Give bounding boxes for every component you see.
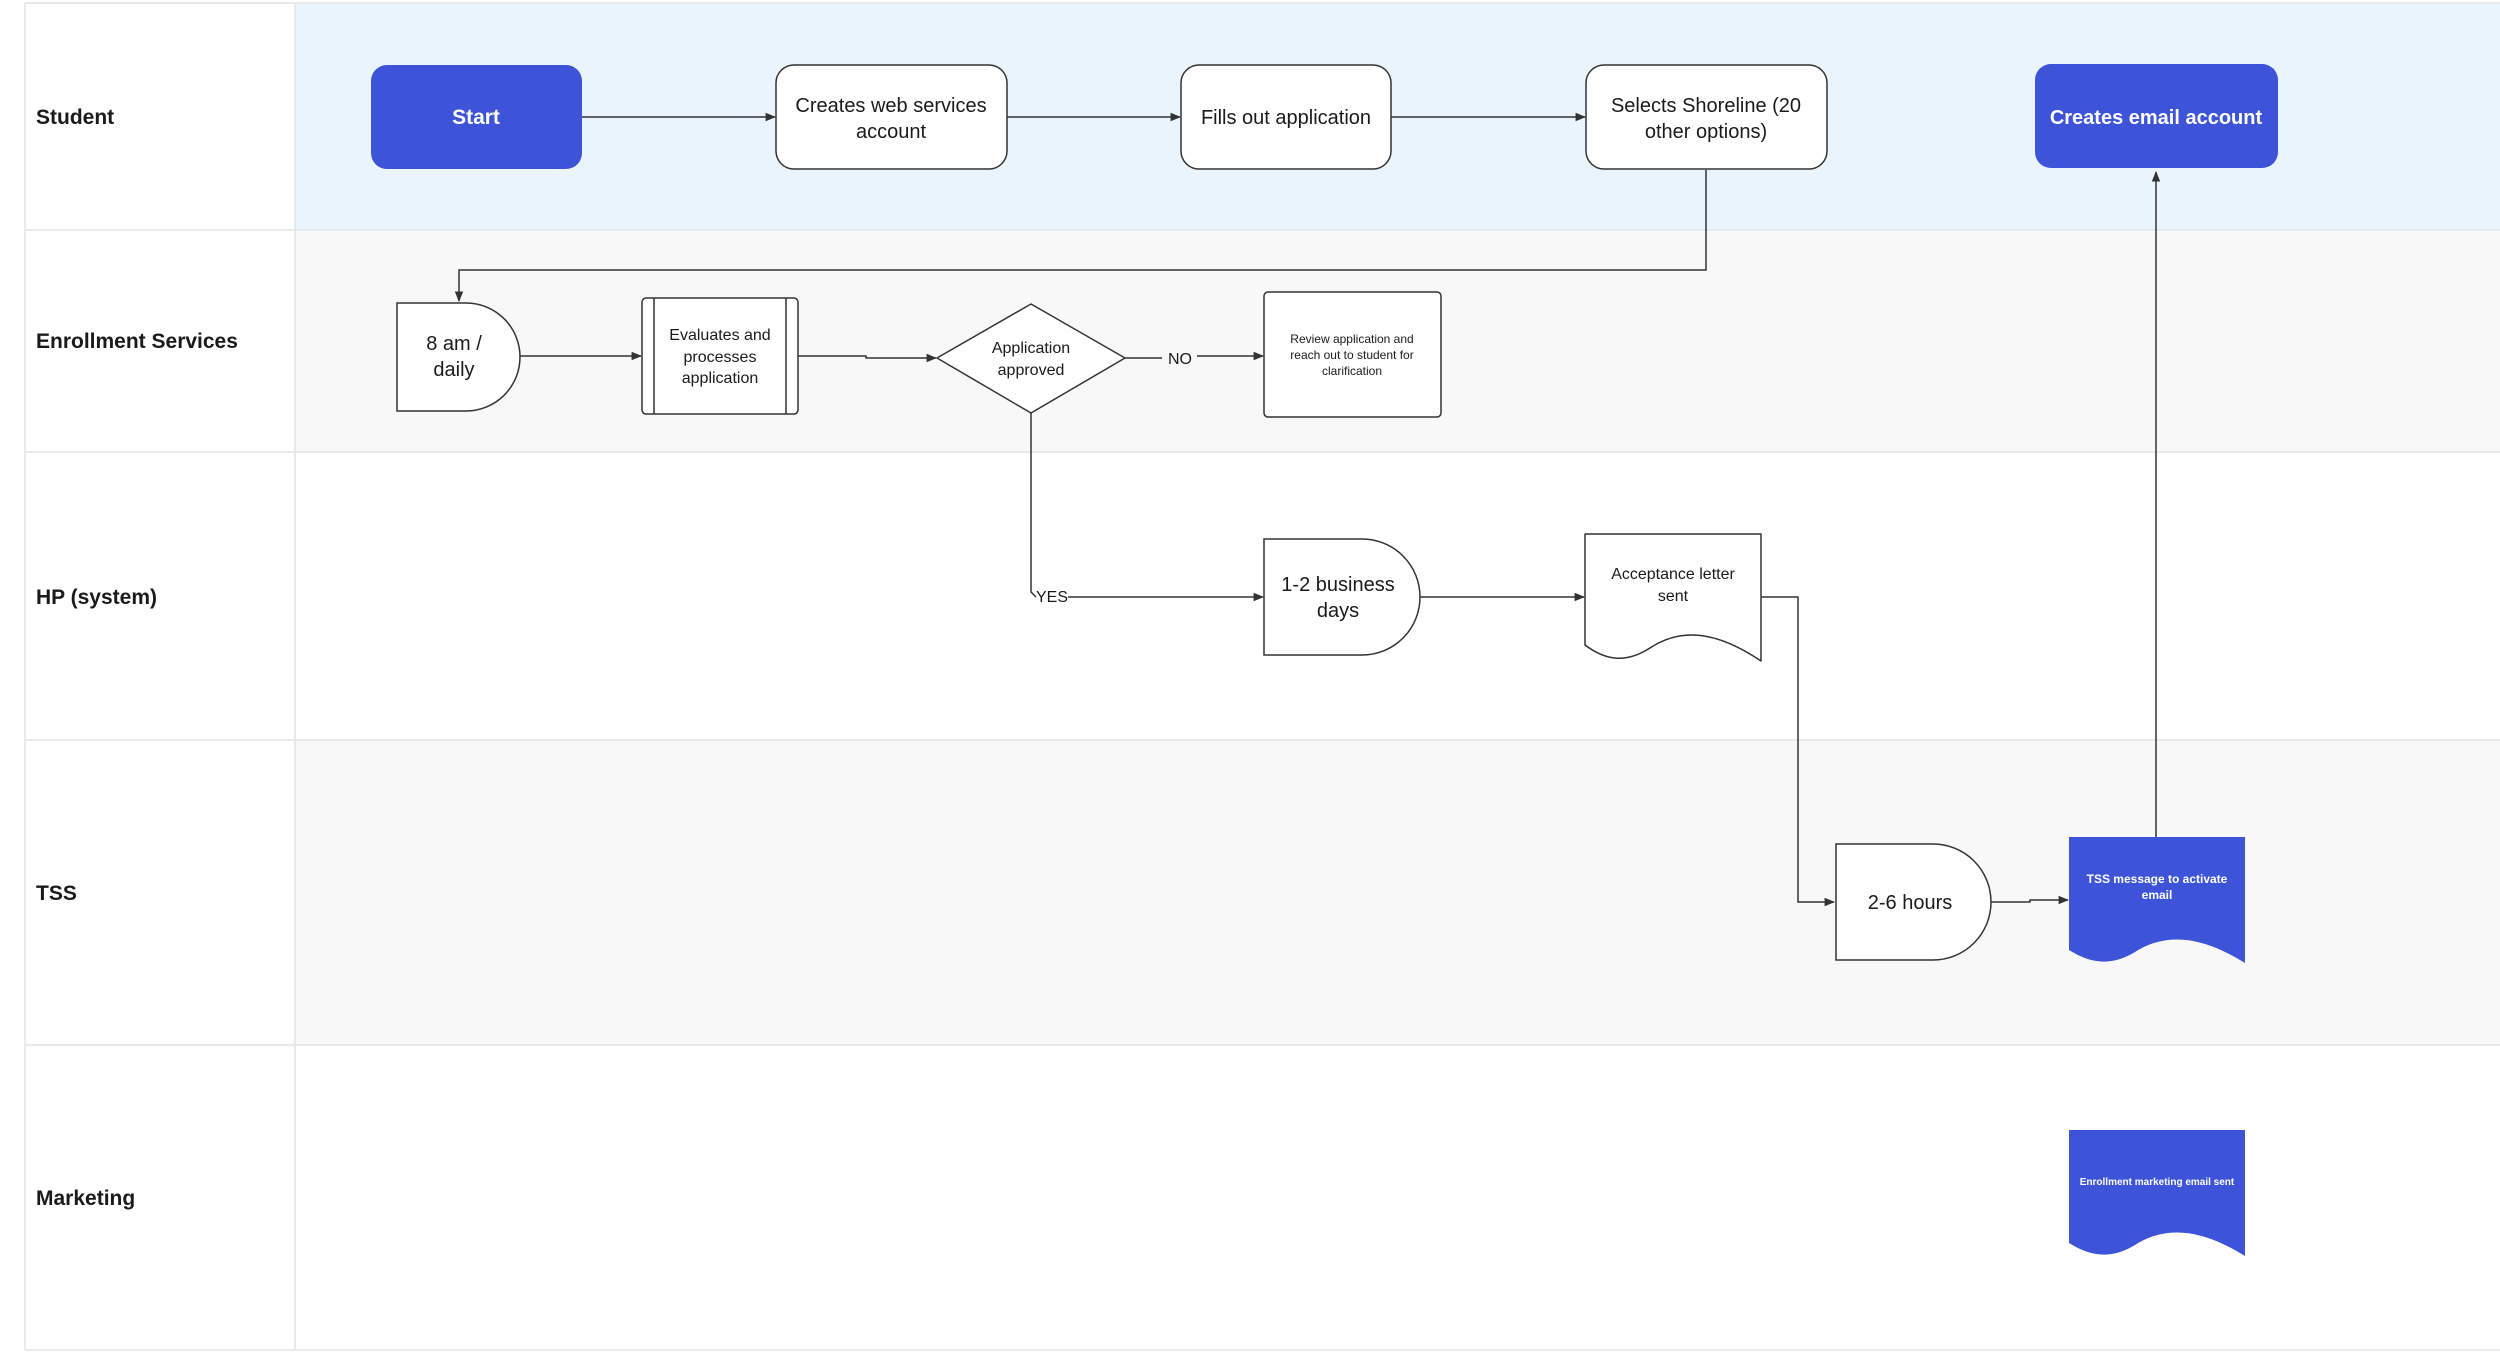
node-acceptance[interactable]: Acceptance letter sent xyxy=(1584,533,1762,662)
node-decision-line1: Application xyxy=(992,340,1070,357)
node-delay-8am[interactable]: 8 am / daily xyxy=(396,302,521,412)
edge-acceptance-to-hours xyxy=(1761,596,1836,907)
edge-label-no: NO xyxy=(1168,351,1192,368)
lane-label-student: Student xyxy=(36,106,114,129)
node-select-shoreline[interactable]: Selects Shoreline (20 other options) xyxy=(1585,64,1828,170)
node-tss-message[interactable]: TSS message to activate email xyxy=(2069,837,2245,963)
edge-evaluate-to-decision xyxy=(798,353,938,363)
node-marketing-email[interactable]: Enrollment marketing email sent xyxy=(2069,1130,2245,1256)
node-create-web-account-line2: account xyxy=(856,121,926,143)
lane-label-enrollment: Enrollment Services xyxy=(36,330,238,353)
node-create-web-account-line1: Creates web services xyxy=(795,95,986,117)
node-acceptance-line2: sent xyxy=(1658,588,1689,605)
node-delay-hours[interactable]: 2-6 hours xyxy=(1835,843,1992,961)
node-delay-8am-line1: 8 am / xyxy=(426,333,482,355)
lane-label-marketing: Marketing xyxy=(36,1187,135,1210)
node-review-line2: reach out to student for xyxy=(1290,348,1413,362)
node-start[interactable]: Start xyxy=(371,65,582,169)
lane-label-hp: HP (system) xyxy=(36,586,157,609)
node-delay-business[interactable]: 1-2 business days xyxy=(1263,538,1421,656)
node-create-web-account[interactable]: Creates web services account xyxy=(775,64,1008,170)
node-fill-application[interactable]: Fills out application xyxy=(1180,64,1392,170)
node-decision-line2: approved xyxy=(998,362,1065,379)
node-decision[interactable]: Application approved xyxy=(936,303,1126,414)
node-acceptance-line1: Acceptance letter xyxy=(1611,566,1735,583)
node-delay-8am-line2: daily xyxy=(433,359,474,381)
node-marketing-email-label: Enrollment marketing email sent xyxy=(2080,1177,2235,1188)
node-select-shoreline-line2: other options) xyxy=(1645,121,1767,143)
node-start-label: Start xyxy=(452,106,500,129)
node-evaluate-line1: Evaluates and xyxy=(669,327,770,344)
node-select-shoreline-line1: Selects Shoreline (20 xyxy=(1611,95,1801,117)
lanes: Student Enrollment Services HP (system) … xyxy=(24,2,2500,1351)
lane-label-tss: TSS xyxy=(36,882,77,905)
node-fill-application-label: Fills out application xyxy=(1201,107,1371,129)
node-tss-message-line1: TSS message to activate xyxy=(2087,872,2228,886)
node-evaluate[interactable]: Evaluates and processes application xyxy=(641,297,799,415)
edge-hours-to-tss-message xyxy=(1991,895,2070,905)
node-review[interactable]: Review application and reach out to stud… xyxy=(1263,291,1442,418)
node-create-email-label: Creates email account xyxy=(2050,107,2263,129)
edge-label-yes: YES xyxy=(1036,589,1068,606)
node-delay-business-line2: days xyxy=(1317,600,1359,622)
node-create-email[interactable]: Creates email account xyxy=(2035,64,2278,168)
node-evaluate-line3: application xyxy=(682,370,759,387)
edge-decision-to-business xyxy=(1030,413,1037,598)
edge-select-to-8am xyxy=(454,170,1707,303)
node-review-line3: clarification xyxy=(1322,364,1382,378)
node-review-line1: Review application and xyxy=(1290,332,1413,346)
node-delay-business-line1: 1-2 business xyxy=(1281,574,1394,596)
node-evaluate-line2: processes xyxy=(684,349,757,366)
node-delay-hours-label: 2-6 hours xyxy=(1868,892,1953,914)
connectors xyxy=(454,112,2161,907)
node-tss-message-line2: email xyxy=(2142,888,2173,902)
